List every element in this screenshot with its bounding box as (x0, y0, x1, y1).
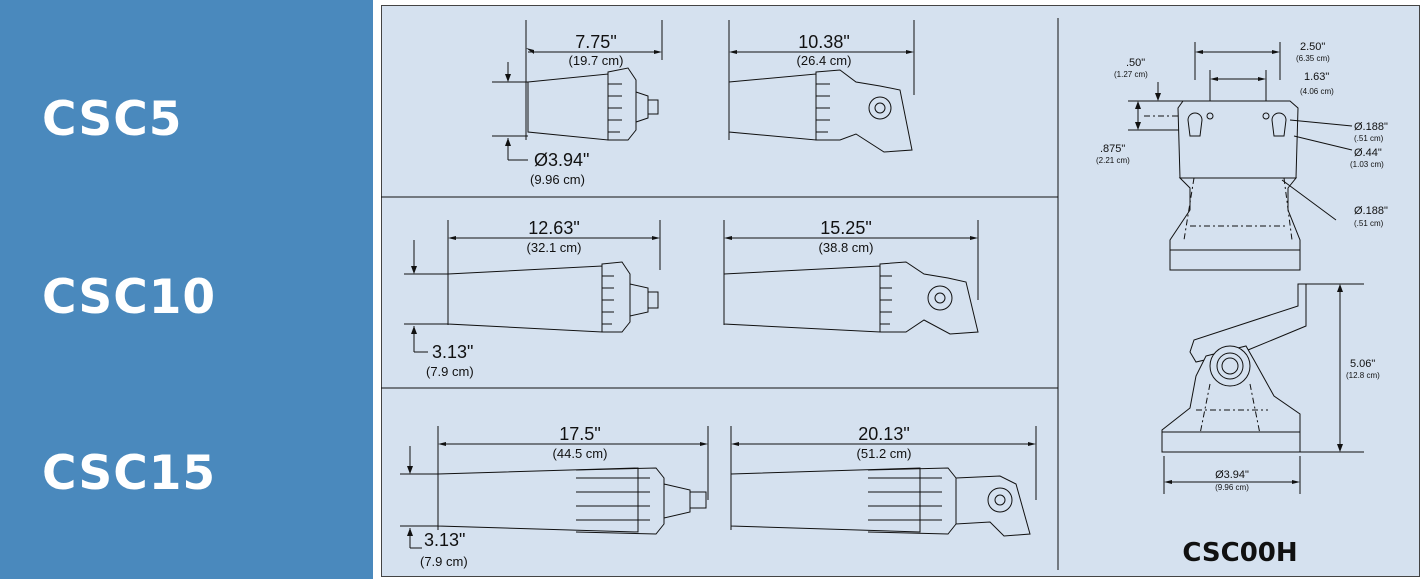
csc15-drawing-straight (400, 426, 709, 549)
csc10-drawing-mounted (723, 220, 979, 335)
csc00h-dim-50-cm: (1.27 cm) (1114, 70, 1148, 79)
csc00h-dim-163-cm: (4.06 cm) (1300, 87, 1334, 96)
csc00h-base-diameter-cm: (9.96 cm) (1215, 483, 1249, 492)
csc5-drawing-mounted (728, 20, 915, 153)
csc00h-height-cm: (12.8 cm) (1346, 371, 1380, 380)
csc10-length-short: 12.63" (528, 218, 579, 238)
csc10-drawing-straight (404, 220, 661, 353)
csc5-length-short: 7.75" (575, 32, 616, 52)
csc00h-top-view (1128, 42, 1353, 271)
csc10-diameter-cm: (7.9 cm) (426, 364, 474, 379)
csc00h-hole-44-cm: (1.03 cm) (1350, 160, 1384, 169)
csc15-drawing-mounted (730, 426, 1037, 537)
csc00h-dim-50: .50" (1126, 57, 1145, 69)
model-label-csc15: CSC15 (42, 446, 217, 501)
csc00h-dim-875: .875" (1100, 143, 1125, 155)
model-label-csc5: CSC5 (42, 92, 183, 147)
csc15-diameter-cm: (7.9 cm) (420, 554, 468, 569)
csc15-length-short: 17.5" (559, 424, 600, 444)
csc15-diameter: 3.13" (424, 530, 465, 550)
csc5-length-short-cm: (19.7 cm) (569, 53, 624, 68)
csc5-length-long-cm: (26.4 cm) (797, 53, 852, 68)
csc00h-height: 5.06" (1350, 358, 1375, 370)
model-sidebar: CSC5 CSC10 CSC15 (0, 0, 373, 579)
csc00h-dim-250-cm: (6.35 cm) (1296, 54, 1330, 63)
csc00h-hole-188-top: Ø.188" (1354, 121, 1388, 133)
csc5-diameter: Ø3.94" (534, 150, 589, 170)
csc00h-base-diameter: Ø3.94" (1215, 469, 1249, 481)
csc00h-dim-250: 2.50" (1300, 41, 1325, 53)
model-label-csc10: CSC10 (42, 270, 217, 325)
csc00h-hole-188-bottom-cm: (.51 cm) (1354, 219, 1384, 228)
csc10-diameter: 3.13" (432, 342, 473, 362)
csc15-length-short-cm: (44.5 cm) (553, 446, 608, 461)
csc10-length-short-cm: (32.1 cm) (527, 240, 582, 255)
csc10-length-long: 15.25" (820, 218, 871, 238)
csc00h-hole-188-top-cm: (.51 cm) (1354, 134, 1384, 143)
csc00h-dim-163: 1.63" (1304, 71, 1329, 83)
csc10-length-long-cm: (38.8 cm) (819, 240, 874, 255)
csc15-length-long-cm: (51.2 cm) (857, 446, 912, 461)
csc00h-hole-188-bottom: Ø.188" (1354, 205, 1388, 217)
csc15-length-long: 20.13" (858, 424, 909, 444)
csc5-length-long: 10.38" (798, 32, 849, 52)
csc00h-dim-875-cm: (2.21 cm) (1096, 156, 1130, 165)
csc00h-title: CSC00H (1182, 538, 1297, 568)
csc5-drawing-straight (492, 20, 663, 161)
csc00h-side-view (1161, 283, 1364, 494)
csc00h-hole-44: Ø.44" (1354, 147, 1382, 159)
csc5-diameter-cm: (9.96 cm) (530, 172, 585, 187)
